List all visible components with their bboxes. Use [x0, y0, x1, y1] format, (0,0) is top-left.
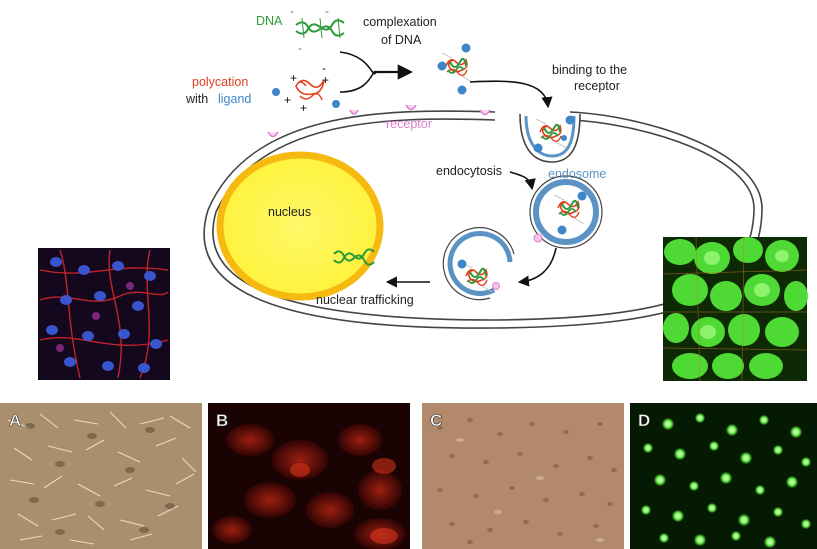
cell-membrane-outer — [203, 110, 763, 329]
svg-text:+: + — [290, 71, 297, 85]
panel-b-letter: B — [216, 411, 228, 430]
svg-text:+: + — [284, 93, 291, 107]
cell-membrane-inner — [212, 118, 755, 321]
panel-a-letter: A — [9, 411, 21, 430]
label-binding-receptor: receptor — [574, 79, 620, 93]
svg-text:-: - — [325, 4, 329, 18]
label-polycation: polycation — [192, 75, 248, 89]
arrow-release — [517, 247, 557, 287]
label-endosome: endosome — [548, 167, 606, 181]
dna-complex-2 — [533, 115, 575, 153]
panel-a: A — [0, 403, 202, 549]
svg-text:-: - — [290, 4, 294, 18]
dna-complex-3 — [553, 191, 587, 235]
released-dna — [333, 248, 375, 266]
label-complexation: complexation — [363, 15, 437, 29]
polycation-chain: + + + + - — [272, 61, 340, 115]
nucleus — [216, 151, 384, 301]
merge-bracket — [339, 51, 377, 93]
diagram: - - - + + + + - — [185, 4, 763, 329]
dna-complex-1 — [437, 43, 473, 95]
panel-c: C — [422, 403, 624, 549]
label-binding: binding to the — [552, 63, 627, 77]
panel-c-letter: C — [430, 411, 442, 430]
arrow-binding — [469, 80, 553, 109]
inset-green-micrograph — [662, 236, 808, 382]
panel-b: B — [208, 403, 410, 549]
svg-text:+: + — [322, 73, 329, 87]
label-endocytosis: endocytosis — [436, 164, 502, 178]
receptor-pits — [267, 104, 491, 138]
label-nucleus: nucleus — [268, 205, 311, 219]
dna-complex-4 — [457, 259, 500, 293]
panel-d-letter: D — [638, 411, 650, 430]
svg-text:-: - — [298, 41, 302, 55]
svg-text:-: - — [322, 61, 326, 75]
label-dna: DNA — [256, 14, 283, 28]
label-ligand: ligand — [218, 92, 251, 106]
svg-text:+: + — [300, 101, 307, 115]
label-with: with — [185, 92, 208, 106]
free-dna-strand: - - - — [290, 4, 345, 55]
arrow-endocytosis — [509, 171, 536, 191]
label-of-dna: of DNA — [381, 33, 422, 47]
label-nuclear-trafficking: nuclear trafficking — [316, 293, 414, 307]
inset-red-blue-micrograph — [38, 248, 170, 380]
endosome-rupture — [447, 230, 513, 296]
panel-d: D — [630, 403, 817, 549]
label-receptor: receptor — [386, 117, 432, 131]
